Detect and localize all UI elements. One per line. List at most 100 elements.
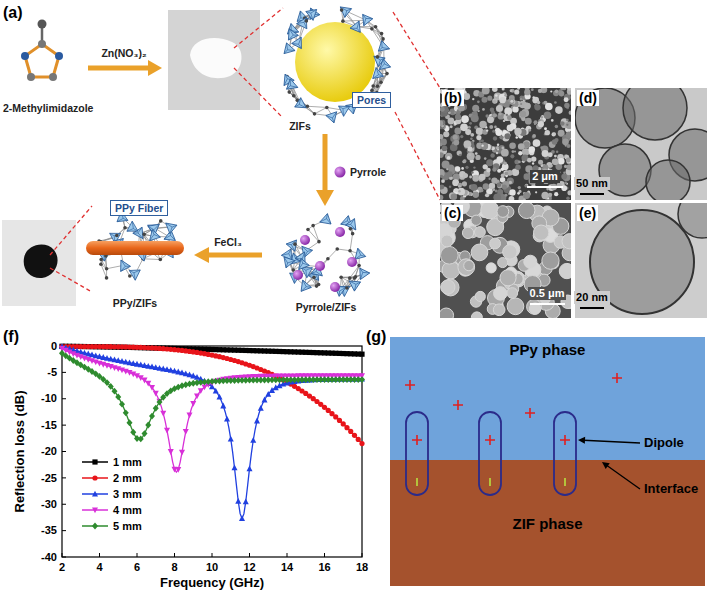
atom <box>379 80 383 84</box>
zn-tetrahedron <box>359 14 373 28</box>
dipole-outline <box>554 412 576 495</box>
axis-tick: 0 <box>51 340 57 353</box>
atom <box>306 228 310 232</box>
atom <box>293 242 297 246</box>
atom <box>376 84 380 88</box>
panel-label: (c) <box>442 205 463 221</box>
zn-tetrahedron <box>129 270 140 281</box>
legend-sample <box>82 459 108 464</box>
zn-tetrahedron <box>127 221 138 231</box>
atom <box>317 240 321 244</box>
scale-bar-label: 0.5 μm <box>528 287 567 300</box>
phase-label: ZIF phase <box>512 515 582 532</box>
tick <box>62 530 66 531</box>
axis-tick: -10 <box>41 392 57 405</box>
tick <box>62 504 66 505</box>
arrowhead <box>578 437 585 444</box>
axis-tick: -25 <box>41 472 57 485</box>
atom <box>99 258 103 262</box>
atom <box>325 106 329 110</box>
atom <box>354 275 358 279</box>
panel-label: (g) <box>366 328 386 346</box>
phase-label: PPy phase <box>390 341 705 358</box>
zn-tetrahedron <box>116 257 130 271</box>
legend-sample <box>82 523 108 530</box>
atom <box>305 19 309 23</box>
legend-sample <box>82 491 108 497</box>
atom <box>313 112 317 116</box>
zn-tetrahedron <box>295 98 309 113</box>
zn-tetrahedron <box>326 108 341 123</box>
positive-charge <box>560 435 570 445</box>
tick <box>62 477 66 478</box>
axis-tick: -20 <box>41 445 57 458</box>
atom <box>335 247 339 251</box>
atom <box>105 267 109 271</box>
positive-charge <box>405 380 415 390</box>
atom <box>348 249 352 253</box>
linker <box>350 234 353 251</box>
scale-bar-label: 50 nm <box>574 177 610 190</box>
atom <box>105 276 109 280</box>
scale-bar-label: 2 μm <box>530 170 560 183</box>
atom <box>374 25 378 29</box>
atom <box>341 19 345 23</box>
legend-label: 2 mm <box>113 472 142 485</box>
data-series <box>59 350 365 443</box>
tick <box>62 398 66 399</box>
atom <box>159 219 163 223</box>
zn-tetrahedron <box>378 41 391 54</box>
interface-sketch <box>390 337 705 586</box>
reagent-label: Zn(NO₃)₂ <box>101 47 146 59</box>
atom <box>357 264 361 268</box>
positive-charge <box>453 400 463 410</box>
atom <box>376 55 380 59</box>
axis-tick: 12 <box>243 561 255 574</box>
chart-plot <box>59 343 365 557</box>
zn-tetrahedron <box>337 3 352 18</box>
dipole-outline <box>479 412 501 495</box>
reagent-label: FeCl₃ <box>214 236 242 248</box>
legend-sample <box>82 475 108 480</box>
photo <box>2 10 260 306</box>
linker <box>101 264 107 278</box>
tick <box>362 553 363 557</box>
tick <box>249 553 250 557</box>
atom <box>345 286 349 290</box>
callout-label: Interface <box>644 482 698 497</box>
tem-image <box>575 203 707 318</box>
linker <box>341 277 354 279</box>
atom <box>317 283 321 287</box>
zif-framework <box>281 214 370 297</box>
zn-tetrahedron <box>346 276 360 291</box>
chemical-label: Pyrrole <box>350 166 386 178</box>
atom <box>99 262 103 266</box>
molecule <box>21 20 63 82</box>
axis-tick: 6 <box>134 561 140 574</box>
tick <box>62 372 66 373</box>
tick <box>62 557 66 558</box>
linker <box>337 249 350 251</box>
panel-label: (f) <box>3 328 19 346</box>
atom <box>291 268 295 272</box>
zn-tetrahedron <box>284 43 296 56</box>
zn-tetrahedron <box>296 18 306 29</box>
tick <box>137 553 138 557</box>
linker <box>307 106 326 107</box>
atom <box>340 8 344 12</box>
legend-sample <box>82 507 108 513</box>
atom <box>371 84 375 88</box>
legend-label: 1 mm <box>113 456 142 469</box>
atom <box>311 224 315 228</box>
zn-tetrahedron <box>284 255 296 268</box>
zn-tetrahedron <box>297 278 311 291</box>
data-series <box>59 344 364 357</box>
tem-image <box>575 88 707 200</box>
scale-bar-label: 20 nm <box>574 291 610 304</box>
label-box: PPy Fiber <box>110 200 168 216</box>
zn-tetrahedron <box>376 59 391 74</box>
atom <box>312 276 316 280</box>
material-label: Pyrrole/ZIFs <box>296 301 357 313</box>
tick <box>174 553 175 557</box>
atom <box>351 232 355 236</box>
